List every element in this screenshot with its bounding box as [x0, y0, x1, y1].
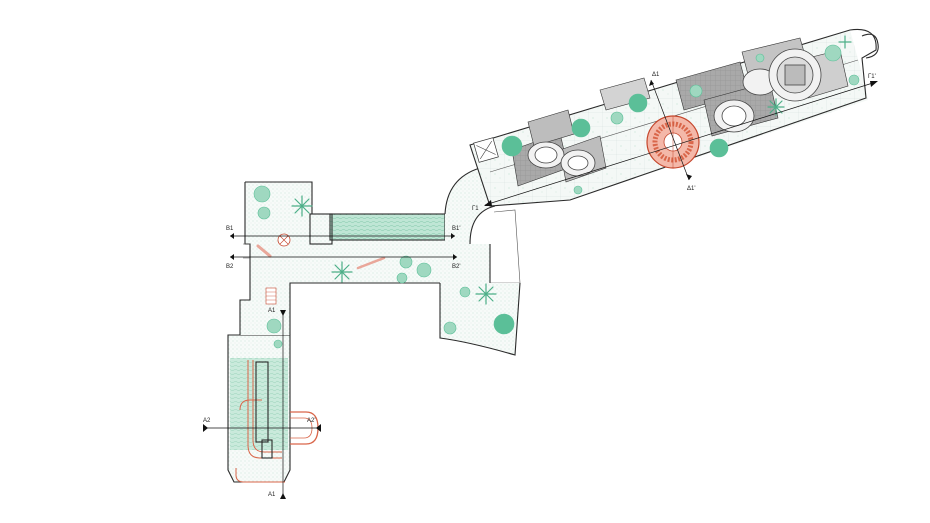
- cut-arrow-icon: [686, 174, 692, 180]
- cut-arrow-icon: [870, 81, 878, 87]
- round-pools: [527, 48, 822, 177]
- cut-arrow-icon: [484, 200, 492, 206]
- label-b2-right: B2': [452, 264, 460, 270]
- cut-arrow-icon: [203, 424, 208, 432]
- south-wing-ramp-zone: [230, 358, 288, 450]
- cut-arrow-icon: [280, 493, 286, 499]
- palms: [291, 35, 852, 305]
- label-a2-left: A2: [203, 418, 211, 424]
- label-b2-left: B2: [226, 264, 234, 270]
- cut-arrow-icon: [453, 254, 457, 260]
- cut-arrow-icon: [230, 254, 234, 260]
- label-a1-top: A1: [268, 308, 276, 314]
- cut-arrow-icon: [649, 80, 654, 86]
- section-labels: A1 A1 A2 A2' B1 B1' B2 B2' Γ1 Γ1' Δ1 Δ1': [203, 72, 876, 498]
- cut-arrow-icon: [451, 233, 455, 239]
- label-d1-top: Δ1: [652, 72, 660, 78]
- bench-east: [356, 256, 386, 270]
- label-b1-left: B1: [226, 226, 234, 232]
- label-a1-bottom: A1: [268, 492, 276, 498]
- label-g1-right: Γ1': [868, 74, 876, 80]
- bench-west: [256, 244, 272, 258]
- label-d1-bottom: Δ1': [687, 186, 696, 192]
- spiral-stair: [646, 115, 700, 169]
- east-terrace-floor: [440, 283, 520, 355]
- curved-link-floor: [445, 168, 495, 244]
- cut-arrow-icon: [230, 233, 234, 239]
- label-g1-left: Γ1: [472, 206, 479, 212]
- trees: [253, 44, 860, 349]
- label-b1-right: B1': [452, 226, 460, 232]
- label-a2-right: A2': [307, 418, 315, 424]
- cut-arrow-icon: [280, 310, 286, 316]
- cut-arrow-icon: [316, 424, 321, 432]
